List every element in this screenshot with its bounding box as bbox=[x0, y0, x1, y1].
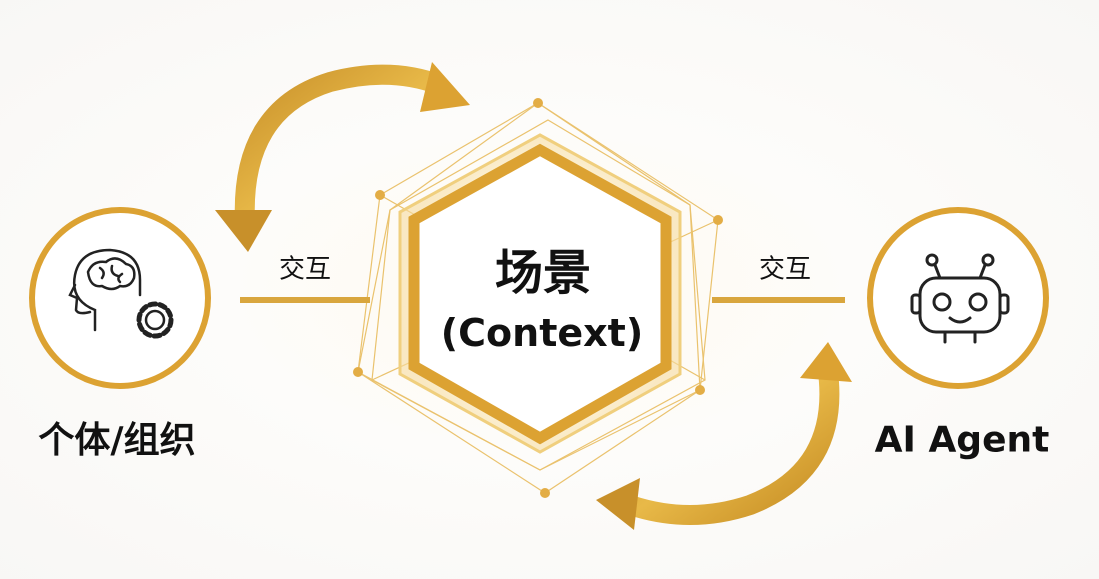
center-title: 场景 bbox=[494, 245, 592, 301]
bottom-right-cycle-arrow bbox=[596, 342, 852, 530]
right-node-label: AI Agent bbox=[874, 419, 1050, 461]
left-node-label: 个体/组织 bbox=[38, 420, 196, 461]
brain-head-gear-icon bbox=[68, 248, 174, 339]
left-link-label: 交互 bbox=[278, 254, 332, 285]
right-link-label: 交互 bbox=[758, 254, 812, 285]
decorative-dots bbox=[353, 98, 723, 498]
center-subtitle: (Context) bbox=[440, 311, 644, 355]
robot-icon bbox=[910, 253, 1010, 344]
top-left-cycle-arrow bbox=[215, 62, 470, 252]
left-node-circle[interactable] bbox=[29, 207, 211, 389]
right-node-circle[interactable] bbox=[867, 207, 1049, 389]
center-hexagon bbox=[408, 143, 672, 445]
